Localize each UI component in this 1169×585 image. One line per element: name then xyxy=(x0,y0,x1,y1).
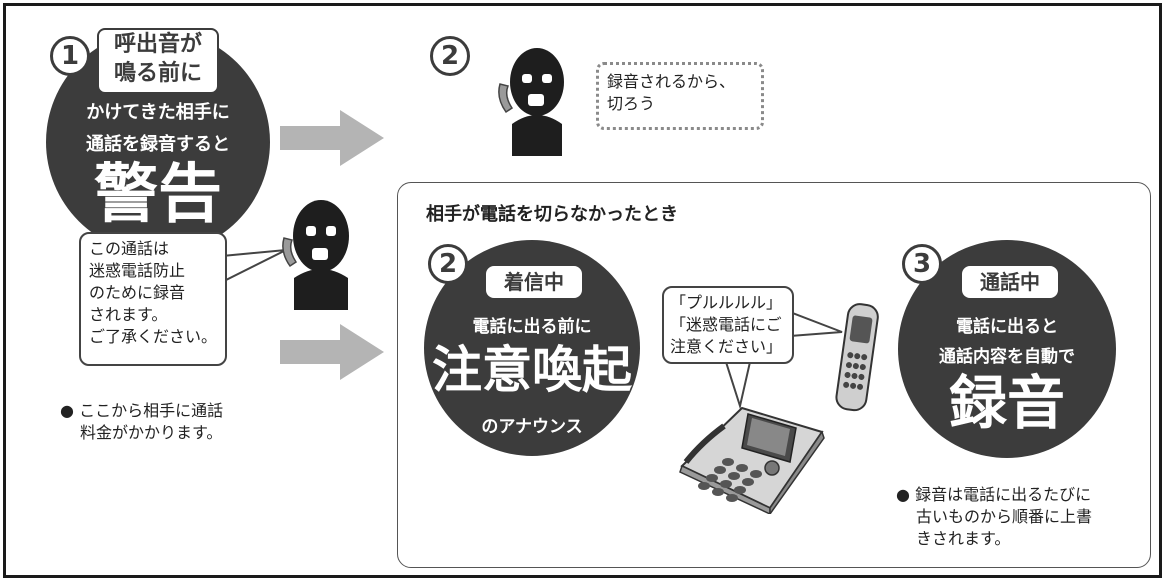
phone-bubble: 「プルルルル」 「迷惑電話にご 注意ください」 xyxy=(662,286,794,364)
step3-line2: 通話内容を自動で xyxy=(939,347,1075,367)
announcement-line4: されます。 xyxy=(89,305,168,324)
step1-tag-line2: 鳴る前に xyxy=(113,61,202,86)
announcement-line2: 迷惑電話防止 xyxy=(89,261,186,280)
step3-number: 3 xyxy=(902,244,942,284)
hangup-person-icon xyxy=(498,48,564,156)
step2-line1: 電話に出る前に xyxy=(472,317,592,337)
arrow-to-panel xyxy=(280,324,384,380)
step1-line1: かけてきた相手に xyxy=(86,102,230,123)
step3-big-text: 録音 xyxy=(948,369,1065,437)
announcement-bubble: この通話は 迷惑電話防止 のために録音 されます。 ご了承ください。 xyxy=(79,232,227,366)
thought-bubble: 録音されるから、 切ろう xyxy=(596,62,764,130)
phone-bubble-line2: 「迷惑電話にご xyxy=(670,315,782,334)
step2-line2: のアナウンス xyxy=(481,417,583,437)
record-note-line1: ● 録音は電話に出るたびに xyxy=(896,484,1092,506)
announcement-line5: ご了承ください。 xyxy=(89,327,218,346)
step2-number: 2 xyxy=(428,244,468,284)
cordless-handset-icon xyxy=(835,303,879,412)
charge-note: ● ここから相手に通話 料金がかかります。 xyxy=(60,400,223,444)
charge-note-line1: ● ここから相手に通話 xyxy=(60,400,223,422)
record-note-text1: 録音は電話に出るたびに xyxy=(915,485,1092,504)
record-note-line2: 古いものから順番に上書 xyxy=(916,507,1093,526)
record-note-line3: きされます。 xyxy=(916,529,1011,548)
thought-line1: 録音されるから、 xyxy=(607,72,736,91)
record-note-bullet: ● xyxy=(896,485,910,504)
step1-big-text: 警告 xyxy=(94,158,222,232)
step1-number: 1 xyxy=(50,36,90,76)
charge-note-bullet: ● xyxy=(60,401,74,420)
phone-bubble-line1: 「プルルルル」 xyxy=(670,293,783,312)
step1-line2: 通話を録音すると xyxy=(86,134,230,155)
step3-line1: 電話に出ると xyxy=(956,317,1058,337)
step2-big-text: 注意喚起 xyxy=(432,341,632,399)
diagram-frame xyxy=(3,3,1162,578)
thought-line2: 切ろう xyxy=(607,94,656,113)
panel-title: 相手が電話を切らなかったとき xyxy=(426,204,678,225)
step1-tag: 呼出音が 鳴る前に xyxy=(97,28,219,94)
base-phone-icon xyxy=(679,406,825,514)
scenario-panel xyxy=(397,182,1151,568)
step3-tag: 通話中 xyxy=(962,266,1058,298)
step2-top-number: 2 xyxy=(430,36,470,76)
caller-person-icon xyxy=(282,200,349,310)
step2-tag: 着信中 xyxy=(486,266,582,298)
arrow-to-step2 xyxy=(280,110,384,166)
record-note: ● 録音は電話に出るたびに 古いものから順番に上書 きされます。 xyxy=(896,484,1092,550)
phone-bubble-line3: 注意ください」 xyxy=(670,337,783,356)
charge-note-text1: ここから相手に通話 xyxy=(79,401,224,420)
step1-tag-line1: 呼出音が xyxy=(113,32,202,57)
announcement-line1: この通話は xyxy=(89,239,170,258)
charge-note-line2: 料金がかかります。 xyxy=(80,423,223,442)
announcement-line3: のために録音 xyxy=(89,283,186,302)
